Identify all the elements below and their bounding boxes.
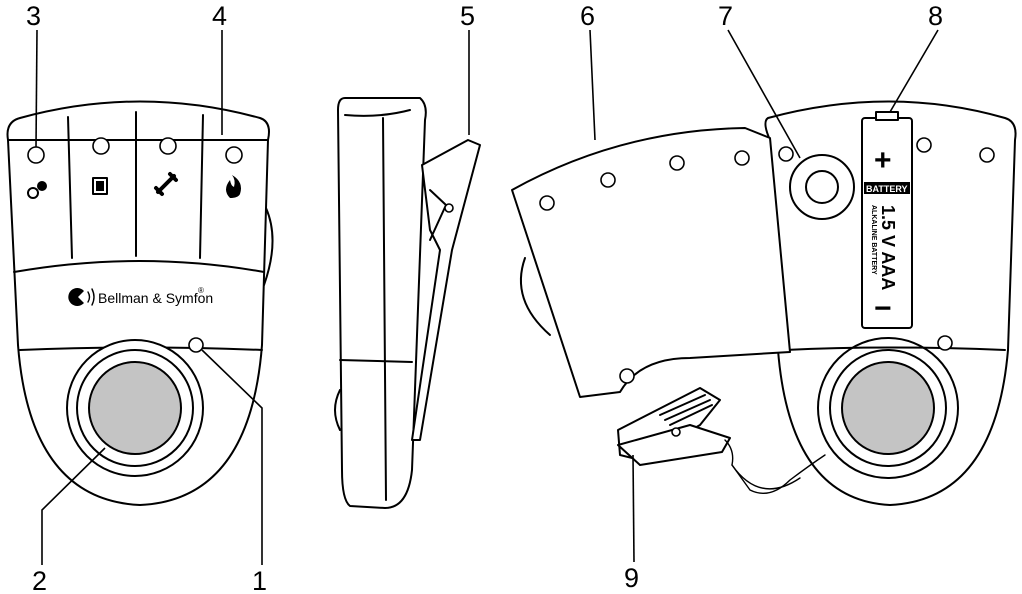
led-2 [92, 137, 110, 155]
back-hole-2 [916, 137, 932, 153]
power-led [188, 337, 204, 353]
cover-hole-3 [669, 155, 685, 171]
callout-5: 5 [460, 1, 475, 31]
leader-1 [201, 349, 263, 565]
side-body [337, 97, 427, 509]
front-strip-bottom [13, 260, 265, 273]
leader-6 [589, 29, 596, 141]
cover-hole-5 [619, 368, 635, 384]
back-hole-3 [979, 147, 995, 163]
callout-6: 6 [580, 1, 595, 31]
leader-9 [632, 454, 635, 563]
leader-lines [35, 29, 939, 565]
leader-3 [35, 29, 38, 148]
baby-cry-icon [27, 181, 47, 199]
accessory-pin [671, 427, 681, 437]
front-view: Bellman & Symfon ® [6, 100, 274, 506]
front-button-dividers [67, 111, 204, 259]
speaker-inner [805, 170, 839, 204]
clip-pin [444, 203, 454, 213]
leader-7 [727, 29, 801, 159]
main-button [88, 361, 182, 455]
led-3 [159, 137, 177, 155]
callout-1: 1 [252, 566, 267, 594]
callout-8: 8 [928, 1, 943, 31]
brand-mark: ® [198, 286, 204, 295]
brand-logo [68, 288, 95, 306]
leader-2 [41, 447, 106, 565]
led-1 [27, 146, 45, 164]
side-view [334, 97, 481, 509]
battery-voltage: 1.5 V AAA [878, 205, 898, 290]
led-4 [225, 146, 243, 164]
front-side-bulge [263, 207, 274, 286]
phone-icon [154, 172, 178, 196]
side-edges [344, 109, 411, 501]
callout-2: 2 [32, 566, 47, 594]
cover-hole-1 [539, 195, 555, 211]
callout-7: 7 [718, 1, 733, 31]
fire-icon [226, 175, 241, 198]
callout-numbers: 3 4 5 6 7 8 1 2 9 [26, 1, 943, 594]
cover-hole-4 [734, 150, 750, 166]
belt-clip [411, 139, 481, 441]
leader-8 [889, 29, 939, 113]
back-lower-line [784, 346, 1006, 351]
back-view: + BATTERY 1.5 V AAA ALKALINE BATTERY − [511, 100, 1017, 506]
battery-label: BATTERY [866, 184, 908, 194]
callout-9: 9 [624, 563, 639, 593]
door-icon [92, 177, 108, 195]
back-button [841, 361, 935, 455]
battery: + BATTERY 1.5 V AAA ALKALINE BATTERY − [861, 111, 913, 329]
callout-4: 4 [212, 1, 227, 31]
clip-accessory [617, 387, 826, 494]
back-hole-1 [778, 146, 794, 162]
battery-plus: + [874, 144, 892, 177]
cover-hole-2 [600, 172, 616, 188]
battery-minus: − [874, 292, 892, 325]
brand-name: Bellman & Symfon [98, 290, 213, 306]
cover-side-bulge [519, 257, 551, 336]
side-button-bulge [334, 389, 341, 431]
side-lower-line [339, 359, 413, 363]
battery-cover [511, 127, 791, 398]
battery-type: ALKALINE BATTERY [870, 205, 877, 275]
back-hole-4 [937, 335, 953, 351]
callout-3: 3 [26, 1, 41, 31]
